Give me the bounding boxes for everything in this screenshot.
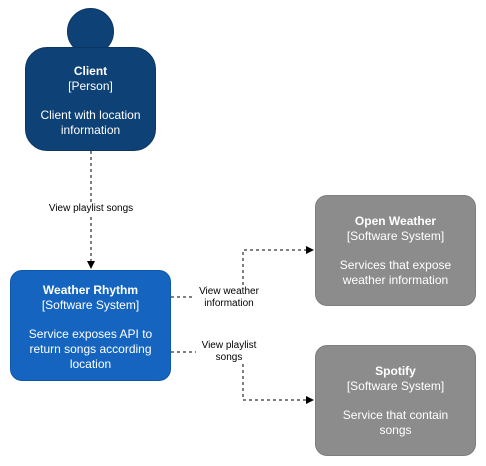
desc-line: information <box>60 123 121 137</box>
desc-line: Service exposes API to <box>28 327 153 341</box>
node-description: Service that contain songs <box>316 408 475 438</box>
desc-line: Client with location <box>40 108 141 122</box>
edge-label-rhythm-to-spotify: View playlist songs <box>196 340 262 364</box>
node-type: [Software System] <box>346 379 445 393</box>
desc-line: Service that contain <box>342 408 449 422</box>
edge-label-line: View playlist <box>201 340 257 351</box>
node-name: Open Weather <box>354 214 437 228</box>
node-type: [Software System] <box>346 229 445 243</box>
edge-label-line: songs <box>215 352 243 363</box>
edge-label-line: View weather <box>199 286 259 297</box>
node-type: [Software System] <box>41 298 140 312</box>
open-weather-node[interactable]: Open Weather [Software System] Services … <box>315 195 476 306</box>
edge-label-line: information <box>204 298 254 309</box>
edge-label-rhythm-to-weather: View weather information <box>194 286 264 310</box>
node-description: Service exposes API to return songs acco… <box>11 327 170 372</box>
desc-line: location <box>69 357 112 371</box>
node-name: Spotify <box>375 364 416 378</box>
edge-label-client-to-rhythm: View playlist songs <box>43 203 139 215</box>
spotify-node[interactable]: Spotify [Software System] Service that c… <box>315 345 476 456</box>
client-person-node[interactable]: Client [Person] Client with location inf… <box>25 47 156 151</box>
desc-line: songs <box>379 423 412 437</box>
node-type: [Person] <box>68 79 113 93</box>
desc-line: return songs according <box>29 342 152 356</box>
desc-line: Services that expose <box>339 258 452 272</box>
node-name: Weather Rhythm <box>42 283 139 297</box>
desc-line: weather information <box>342 273 449 287</box>
weather-rhythm-node[interactable]: Weather Rhythm [Software System] Service… <box>10 270 171 381</box>
node-name: Client <box>73 64 108 78</box>
node-description: Client with location information <box>26 108 155 138</box>
node-description: Services that expose weather information <box>316 258 475 288</box>
